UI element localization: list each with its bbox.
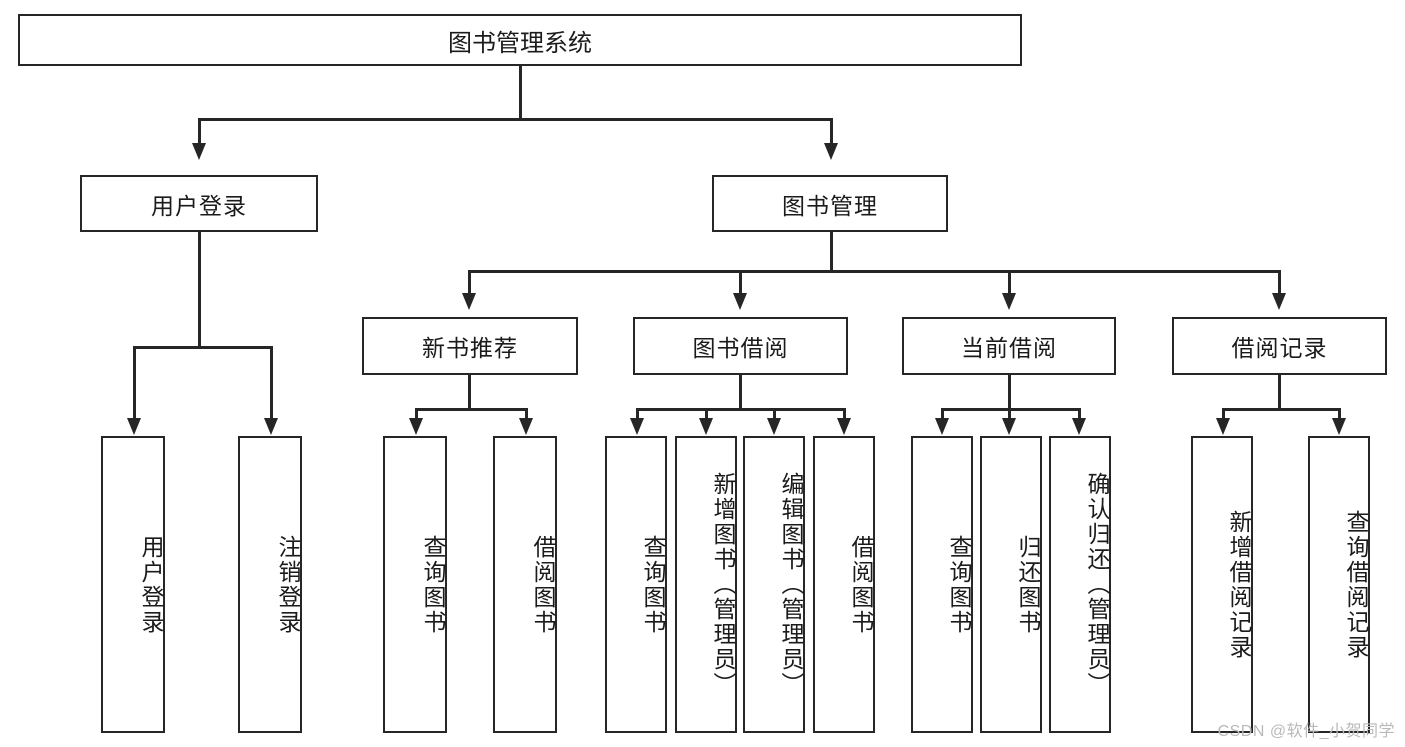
connector-root-bar — [198, 118, 832, 121]
node-label: 当前借阅 — [961, 335, 1057, 361]
arrow-current-borrow-leaf-1 — [935, 418, 949, 435]
leaf-new-book-query[interactable]: 查询图书 — [383, 436, 447, 733]
connector-book-borrow-leaf-3 — [773, 408, 776, 420]
node-label: 新增借阅记录 — [1226, 509, 1252, 660]
connector-book-borrow-leaf-1 — [636, 408, 639, 420]
connector-root-to-book-manage — [830, 118, 833, 145]
connector-borrow-record-stem — [1278, 375, 1281, 408]
node-label: 用户登录 — [151, 192, 247, 219]
leaf-book-borrow-query[interactable]: 查询图书 — [605, 436, 667, 733]
connector-user-login-leaf-2 — [270, 346, 273, 420]
connector-current-borrow-leaf-3 — [1078, 408, 1081, 420]
connector-book-manage-to-current-borrow — [1008, 270, 1011, 295]
arrow-book-borrow-leaf-4 — [837, 418, 851, 435]
leaf-book-borrow-action[interactable]: 借阅图书 — [813, 436, 875, 733]
leaf-book-edit-admin[interactable]: 编辑图书（管理员） — [743, 436, 805, 733]
leaf-confirm-return-admin[interactable]: 确认归还（管理员） — [1049, 436, 1111, 733]
node-label: 注销登录 — [275, 534, 301, 635]
connector-borrow-record-leaf-2 — [1338, 408, 1341, 420]
leaf-return-book[interactable]: 归还图书 — [980, 436, 1042, 733]
node-label: 借阅记录 — [1231, 335, 1328, 361]
node-label: 图书管理 — [782, 192, 878, 219]
connector-user-login-stem — [198, 232, 201, 346]
watermark: CSDN @软件_小贺同学 — [1217, 723, 1395, 740]
node-label: 用户登录 — [138, 534, 164, 635]
leaf-new-book-borrow[interactable]: 借阅图书 — [493, 436, 557, 733]
arrow-root-to-user-login — [192, 143, 206, 160]
connector-book-manage-stem — [830, 232, 833, 270]
arrow-book-borrow-leaf-1 — [630, 418, 644, 435]
connector-book-borrow-bar — [636, 408, 845, 411]
arrow-user-login-leaf-2 — [264, 418, 278, 435]
node-label: 归还图书 — [1015, 534, 1041, 635]
node-book-management[interactable]: 图书管理 — [712, 175, 948, 232]
arrow-borrow-record-leaf-2 — [1332, 418, 1346, 435]
connector-root-to-user-login — [198, 118, 201, 145]
node-new-book-recommend[interactable]: 新书推荐 — [362, 317, 578, 375]
connector-user-login-bar — [133, 346, 270, 349]
node-label: 借阅图书 — [848, 534, 874, 635]
connector-new-book-bar — [415, 408, 525, 411]
connector-book-borrow-stem — [739, 375, 742, 408]
arrow-new-book-leaf-2 — [519, 418, 533, 435]
connector-new-book-leaf-2 — [525, 408, 528, 420]
node-label: 新增图书（管理员） — [710, 472, 736, 697]
connector-borrow-record-leaf-1 — [1222, 408, 1225, 420]
node-current-borrow[interactable]: 当前借阅 — [902, 317, 1116, 375]
connector-new-book-leaf-1 — [415, 408, 418, 420]
connector-new-book-stem — [468, 375, 471, 408]
arrow-root-to-book-manage — [824, 143, 838, 160]
leaf-book-add-admin[interactable]: 新增图书（管理员） — [675, 436, 737, 733]
connector-book-manage-bar — [468, 270, 1280, 273]
connector-current-borrow-leaf-2 — [1008, 408, 1011, 420]
leaf-current-borrow-query[interactable]: 查询图书 — [911, 436, 973, 733]
arrow-user-login-leaf-1 — [127, 418, 141, 435]
arrow-book-borrow-leaf-2 — [699, 418, 713, 435]
leaf-user-login[interactable]: 用户登录 — [101, 436, 165, 733]
connector-book-manage-to-new-book — [468, 270, 471, 295]
connector-current-borrow-stem — [1008, 375, 1011, 408]
node-label: 查询图书 — [946, 534, 972, 635]
node-book-borrow[interactable]: 图书借阅 — [633, 317, 848, 375]
node-label: 图书管理系统 — [448, 29, 592, 57]
node-borrow-record[interactable]: 借阅记录 — [1172, 317, 1387, 375]
node-label: 查询图书 — [640, 534, 666, 635]
node-label: 借阅图书 — [530, 534, 556, 635]
leaf-add-borrow-record[interactable]: 新增借阅记录 — [1191, 436, 1253, 733]
arrow-book-manage-to-current-borrow — [1002, 293, 1016, 310]
leaf-query-borrow-record[interactable]: 查询借阅记录 — [1308, 436, 1370, 733]
arrow-current-borrow-leaf-2 — [1002, 418, 1016, 435]
connector-current-borrow-leaf-1 — [941, 408, 944, 420]
node-root-system[interactable]: 图书管理系统 — [18, 14, 1022, 66]
node-label: 确认归还（管理员） — [1084, 472, 1110, 697]
node-label: 编辑图书（管理员） — [778, 472, 804, 697]
connector-book-borrow-leaf-2 — [705, 408, 708, 420]
node-label: 查询图书 — [420, 534, 446, 635]
arrow-book-borrow-leaf-3 — [767, 418, 781, 435]
connector-borrow-record-bar — [1222, 408, 1338, 411]
arrow-book-manage-to-book-borrow — [733, 293, 747, 310]
node-label: 查询借阅记录 — [1343, 509, 1369, 660]
connector-user-login-leaf-1 — [133, 346, 136, 420]
connector-current-borrow-bar — [941, 408, 1080, 411]
node-user-login[interactable]: 用户登录 — [80, 175, 318, 232]
arrow-new-book-leaf-1 — [409, 418, 423, 435]
connector-book-borrow-leaf-4 — [843, 408, 846, 420]
connector-root-stem — [519, 66, 522, 118]
connector-book-manage-to-book-borrow — [739, 270, 742, 295]
node-label: 图书借阅 — [692, 335, 789, 361]
arrow-current-borrow-leaf-3 — [1072, 418, 1086, 435]
leaf-user-logout[interactable]: 注销登录 — [238, 436, 302, 733]
connector-book-manage-to-borrow-record — [1278, 270, 1281, 295]
arrow-borrow-record-leaf-1 — [1216, 418, 1230, 435]
node-label: 新书推荐 — [422, 335, 518, 361]
arrow-book-manage-to-new-book — [462, 293, 476, 310]
arrow-book-manage-to-borrow-record — [1272, 293, 1286, 310]
